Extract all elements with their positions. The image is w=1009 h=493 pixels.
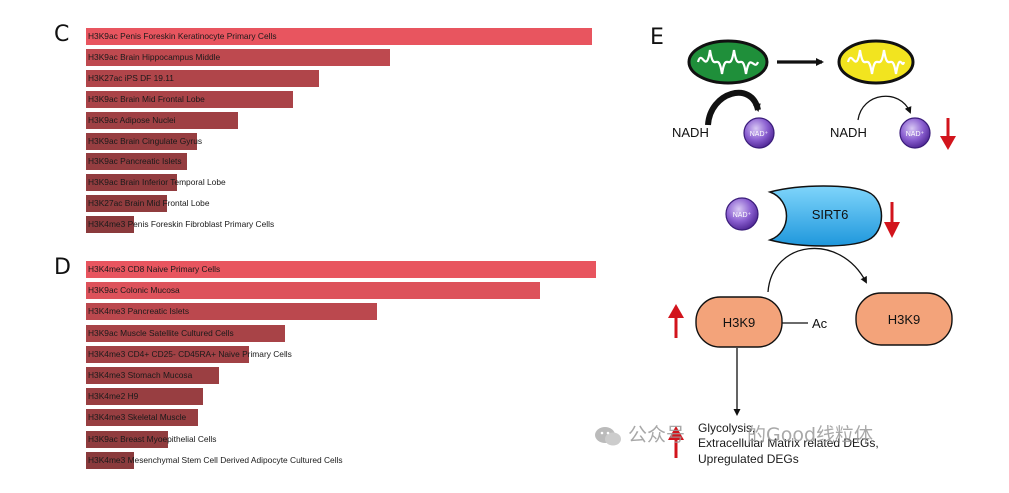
outcome-text-line3: Upregulated DEGs: [698, 452, 799, 466]
bar-label: H3K4me3 Pancreatic Islets: [88, 306, 190, 317]
watermark: 公众号 的Good线粒体: [594, 420, 873, 447]
bar-label: H3K4me3 Penis Foreskin Fibroblast Primar…: [88, 219, 275, 230]
bar: [86, 409, 198, 427]
watermark-text-part1: 公众号: [628, 424, 686, 446]
nadh-to-nad-thick-arrow: [705, 89, 761, 126]
bar: [86, 282, 540, 300]
bar: [86, 388, 203, 406]
wechat-icon: [595, 426, 621, 445]
sirt6-enzyme-icon: SIRT6: [767, 185, 883, 247]
mitochondrion-green-icon: [687, 39, 769, 85]
nad-molecule-icon-left: NAD⁺: [743, 117, 775, 149]
sirt6-decrease-arrow-icon: [884, 202, 900, 238]
nadh-label-right: NADH: [830, 125, 867, 140]
bar: [86, 132, 197, 150]
bar: [86, 28, 592, 45]
h3k9-increase-arrow-icon: [668, 304, 684, 338]
bar: [86, 367, 219, 384]
bar: [86, 303, 377, 321]
bar-label: H3K9ac Muscle Satellite Cultured Cells: [88, 327, 234, 338]
bar: [86, 216, 134, 234]
bar: [86, 111, 238, 129]
h3k9-acetylated-node: H3K9: [695, 296, 783, 348]
bar-label: H3K4me3 CD4+ CD25- CD45RA+ Naive Primary…: [88, 348, 292, 359]
nad-molecule-icon-right: NAD⁺: [899, 117, 931, 149]
panel-e-letter: E: [650, 25, 664, 50]
bar-label: H3K9ac Breast Myoepithelial Cells: [88, 433, 217, 444]
bar: [86, 430, 168, 448]
bar: [86, 195, 167, 213]
outcome-increase-arrow-icon: [668, 426, 684, 458]
outcome-text-line1: Glycolysis,: [698, 421, 756, 435]
bar: [86, 69, 319, 87]
h3k9-deacetylated-node: H3K9: [855, 292, 953, 346]
bar-label: H3K27ac Brain Mid Frontal Lobe: [88, 198, 210, 209]
nadh-label-left: NADH: [672, 125, 709, 140]
bar-label: H3K9ac Brain Mid Frontal Lobe: [88, 93, 205, 104]
bar: [86, 451, 134, 469]
bar-label: H3K4me3 CD8 Naive Primary Cells: [88, 264, 221, 274]
bar-label: H3K27ac iPS DF 19.11: [88, 72, 174, 83]
bar: [86, 48, 390, 66]
nad-label-sirt6: NAD⁺: [733, 212, 752, 219]
bar: [86, 90, 293, 108]
nad-decrease-arrow-icon: [940, 118, 956, 150]
bar: [86, 345, 249, 363]
bar: [86, 174, 177, 192]
bar-label: H3K4me3 Stomach Mucosa: [88, 370, 193, 380]
outcome-text-line2: Extracellular Matrix related DEGs,: [698, 436, 879, 450]
bar-label: H3K9ac Penis Foreskin Keratinocyte Prima…: [88, 31, 277, 41]
panel-e-diagram: E NADH NAD⁺ NADH NAD⁺ NAD⁺ SIRT6: [650, 25, 956, 458]
bar-label: H3K9ac Brain Hippocampus Middle: [88, 51, 221, 62]
bar-label: H3K9ac Adipose Nuclei: [88, 114, 176, 125]
nad-label-left: NAD⁺: [750, 131, 769, 138]
bar: [86, 261, 596, 278]
watermark-text-part2: 的Good线粒体: [747, 424, 874, 446]
bar: [86, 324, 285, 342]
sirt6-label: SIRT6: [812, 207, 849, 222]
bar-label: H3K4me2 H9: [88, 391, 139, 402]
bar-label: H3K9ac Brain Cingulate Gyrus: [88, 135, 203, 146]
nad-molecule-icon-sirt6: NAD⁺: [725, 197, 759, 231]
nadh-to-nad-thin-arrow: [857, 95, 912, 121]
bar-label: H3K9ac Brain Inferior Temporal Lobe: [88, 177, 226, 188]
acetyl-label: Ac: [812, 316, 828, 331]
bar-label: H3K9ac Pancreatic Islets: [88, 156, 182, 167]
bar-label: H3K4me3 Skeletal Muscle: [88, 412, 187, 423]
deacetylation-arrow: [767, 247, 867, 293]
mitochondrion-yellow-icon: [837, 39, 915, 85]
h3k9-label-left: H3K9: [723, 315, 756, 330]
h3k9-label-right: H3K9: [888, 312, 921, 327]
bar-label: H3K4me3 Mesenchymal Stem Cell Derived Ad…: [88, 454, 343, 465]
bar: [86, 153, 187, 171]
bar-label: H3K9ac Colonic Mucosa: [88, 285, 180, 296]
panel-c-letter: C: [54, 22, 70, 47]
panel-d-letter: D: [54, 255, 71, 280]
nad-label-right: NAD⁺: [906, 131, 925, 138]
